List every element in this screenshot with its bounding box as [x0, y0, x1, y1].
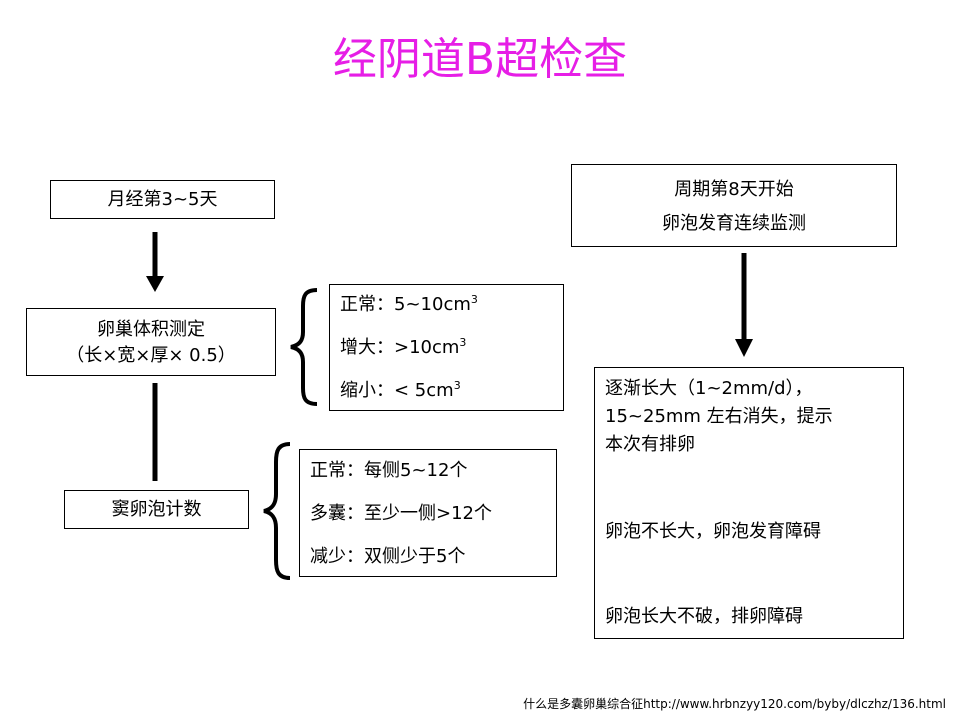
ovary-volume-label: 卵巢体积测定 [97, 319, 205, 340]
down-arrow-right [735, 253, 753, 357]
volume-result-reduced: 缩小：< 5cm3 [340, 379, 461, 401]
cycle-start-label: 周期第8天开始 [674, 179, 794, 200]
follicle-result-polycystic: 多囊：至少一侧>12个 [310, 503, 492, 524]
follicle-result-normal: 正常：每侧5~12个 [310, 460, 468, 481]
ovary-volume-formula: （长×宽×厚× 0.5） [66, 345, 236, 366]
monitor-result-no-rupture: 卵泡长大不破，排卵障碍 [605, 606, 803, 627]
page-title: 经阴道B超检查 [332, 34, 628, 85]
antral-count-box: 窦卵泡计数 [64, 490, 249, 529]
monitor-result-ovulation: 逐渐长大（1~2mm/d）， 15~25mm 左右消失，提示 本次有排卵 [605, 378, 833, 455]
cycle-monitor-box: 周期第8天开始 卵泡发育连续监测 [571, 164, 897, 247]
volume-result-enlarged: 增大：>10cm3 [340, 336, 467, 358]
monitor-result-no-growth: 卵泡不长大，卵泡发育障碍 [605, 521, 821, 542]
brace-follicle [263, 442, 291, 580]
volume-results-box: 正常：5~10cm3 增大：>10cm3 缩小：< 5cm3 [329, 284, 564, 411]
brace-volume [290, 288, 318, 406]
menstrual-day-label: 月经第3~5天 [107, 189, 218, 210]
monitor-results-box: 逐渐长大（1~2mm/d）， 15~25mm 左右消失，提示 本次有排卵 卵泡不… [594, 367, 904, 639]
down-arrow-left [146, 232, 164, 292]
volume-result-normal: 正常：5~10cm3 [340, 293, 478, 315]
menstrual-day-box: 月经第3~5天 [50, 180, 275, 219]
ovary-volume-box: 卵巢体积测定 （长×宽×厚× 0.5） [26, 308, 276, 376]
follicle-monitor-label: 卵泡发育连续监测 [662, 213, 806, 234]
footer-source: 什么是多囊卵巢综合征http://www.hrbnzyy120.com/byby… [523, 697, 946, 711]
follicle-result-reduced: 减少：双侧少于5个 [310, 546, 466, 567]
follicle-results-box: 正常：每侧5~12个 多囊：至少一侧>12个 减少：双侧少于5个 [299, 449, 557, 577]
antral-count-label: 窦卵泡计数 [111, 499, 202, 520]
